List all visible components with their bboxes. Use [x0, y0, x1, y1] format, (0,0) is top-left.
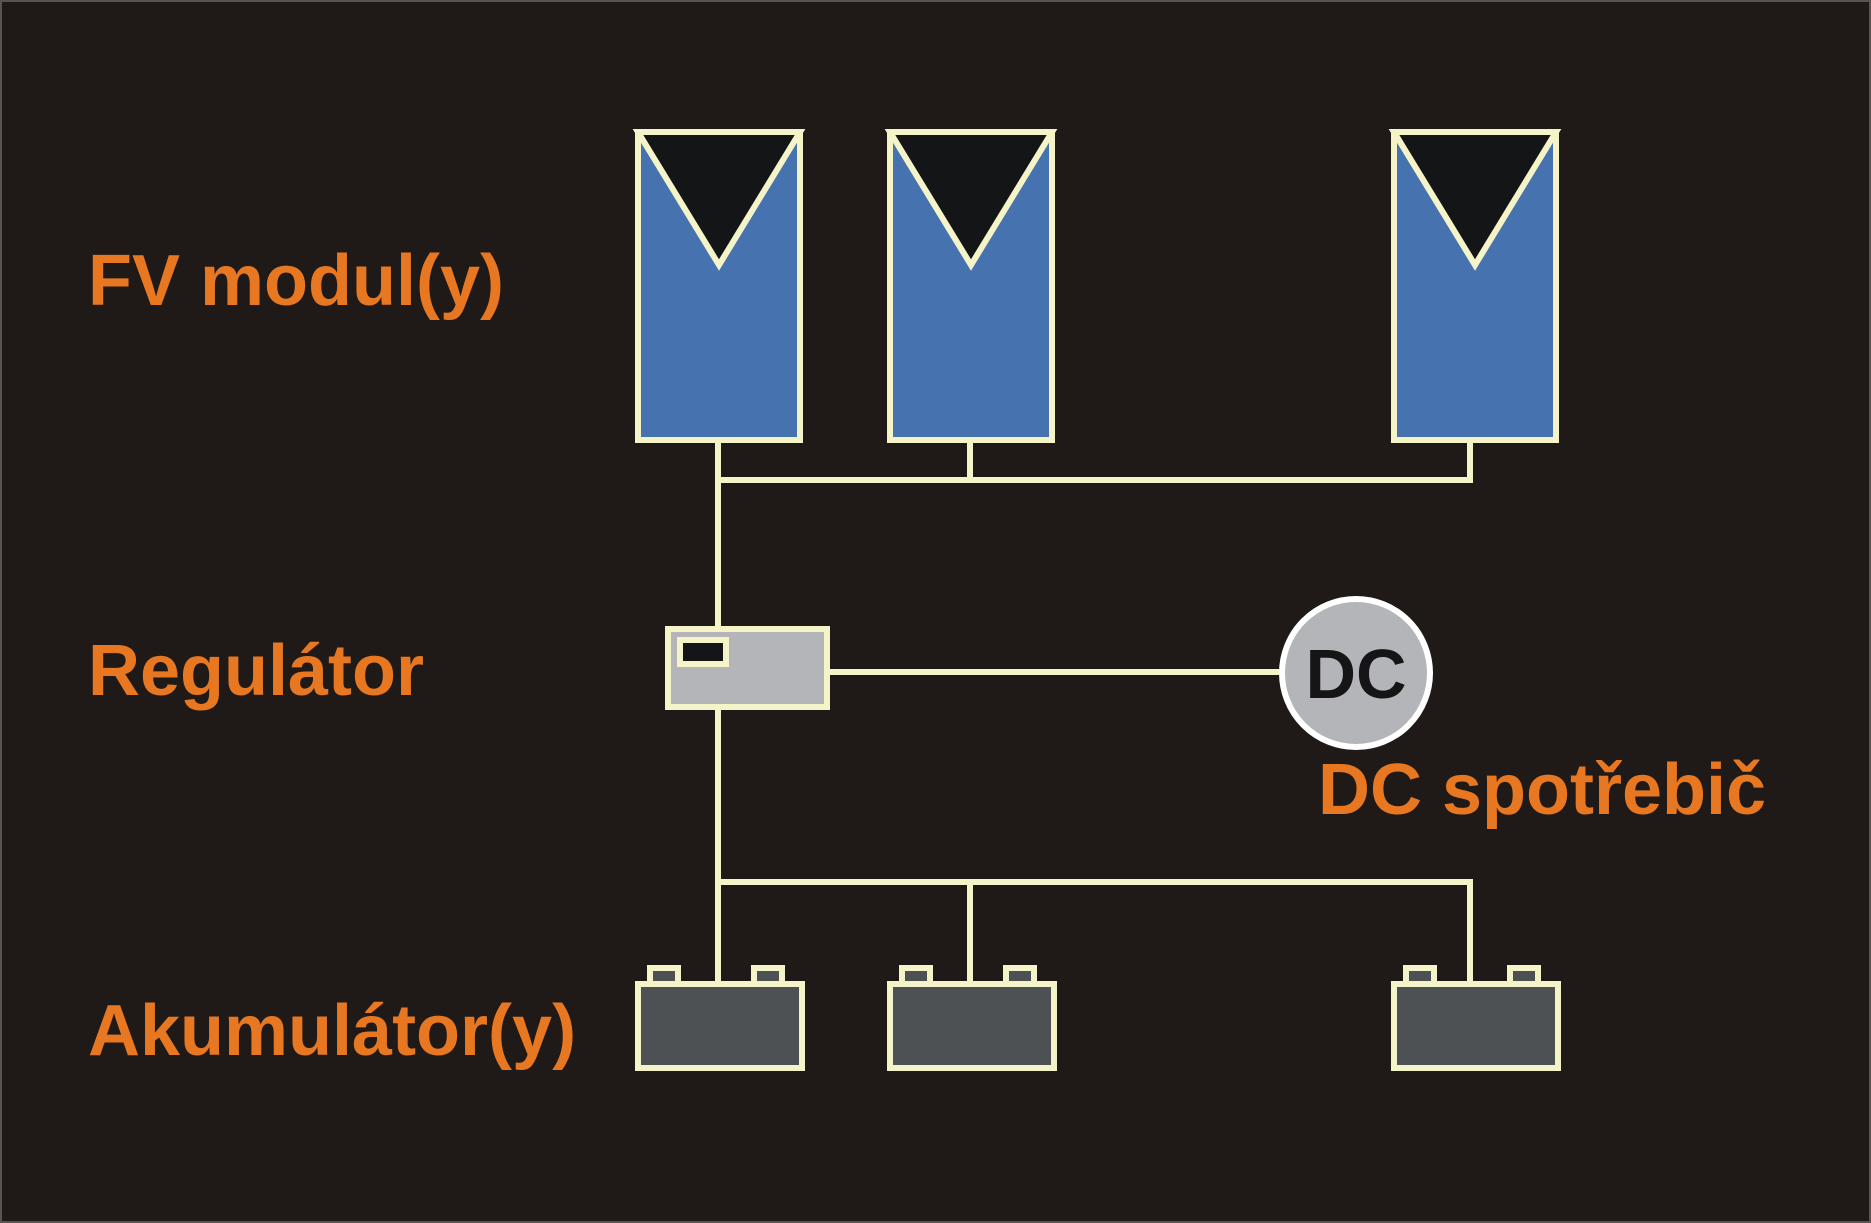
solar-panel-icon	[1388, 129, 1562, 443]
label-batteries: Akumulátor(y)	[88, 991, 576, 1071]
pv-module-3	[1388, 129, 1562, 443]
pv-module-1	[632, 129, 806, 443]
battery-1	[635, 965, 805, 1071]
battery-body	[635, 981, 805, 1071]
dc-load: DC	[1279, 596, 1433, 750]
battery-icon	[1391, 965, 1561, 1071]
battery-icon	[635, 965, 805, 1071]
label-dc-load: DC spotřebič	[1318, 750, 1766, 830]
battery-body	[1391, 981, 1561, 1071]
wiring	[715, 440, 1473, 982]
charge-controller-icon	[665, 626, 830, 710]
label-controller: Regulátor	[88, 631, 424, 711]
solar-panel-icon	[632, 129, 806, 443]
battery-2	[887, 965, 1057, 1071]
controller-display	[677, 637, 729, 667]
pv-module-2	[884, 129, 1058, 443]
battery-body	[887, 981, 1057, 1071]
label-pv-modules: FV modul(y)	[88, 241, 504, 321]
dc-load-icon: DC	[1279, 596, 1433, 750]
dc-load-symbol: DC	[1305, 635, 1406, 713]
solar-panel-icon	[884, 129, 1058, 443]
charge-controller	[665, 626, 830, 710]
battery-3	[1391, 965, 1561, 1071]
battery-icon	[887, 965, 1057, 1071]
